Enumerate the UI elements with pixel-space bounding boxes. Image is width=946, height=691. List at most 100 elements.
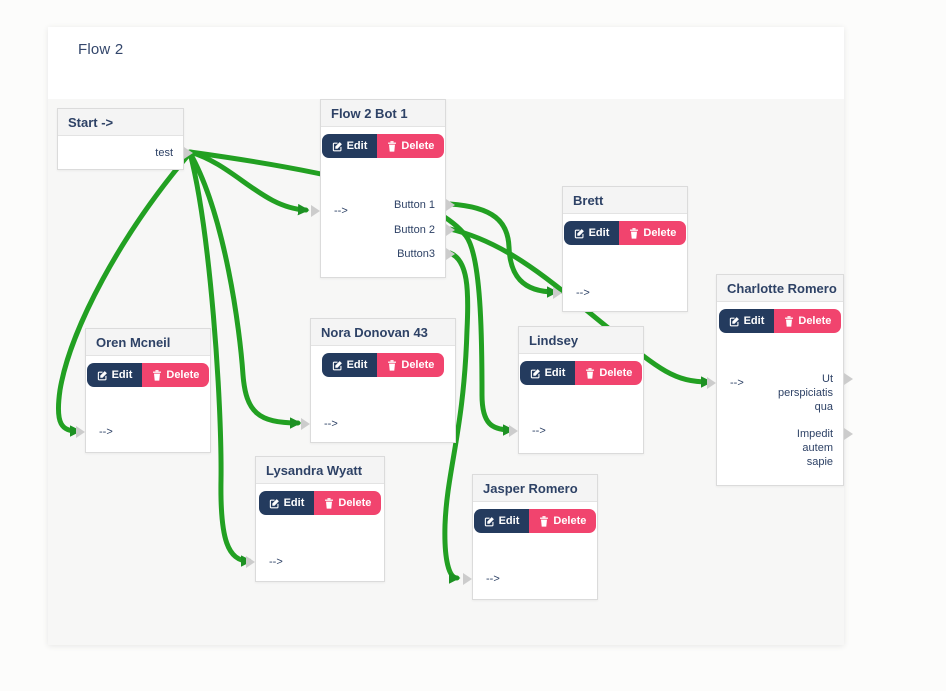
port-arrow-icon[interactable]	[446, 248, 455, 260]
edit-button[interactable]: Edit	[519, 361, 576, 385]
node-button-row: Edit Delete	[563, 221, 687, 245]
port-arrow-icon[interactable]	[446, 199, 455, 211]
flow-node-charlotte[interactable]: Charlotte Romero Edit Delete	[707, 274, 853, 486]
connection-start.test-to-lysandra.input[interactable]	[187, 150, 253, 567]
output-port-label: Impedit autem sapie	[796, 428, 833, 468]
edit-pencil-icon	[530, 368, 540, 378]
output-port[interactable]: Ut perspiciatis qua	[717, 372, 853, 413]
edit-button[interactable]: Edit	[321, 134, 378, 158]
output-port-label: Button 2	[394, 224, 435, 236]
output-port[interactable]: Button3	[321, 247, 455, 261]
flow-node-brett[interactable]: Brett Edit Delete	[553, 186, 688, 312]
node-title: Lindsey	[519, 327, 643, 354]
edit-button[interactable]: Edit	[473, 509, 530, 533]
node-button-row: Edit Delete	[717, 309, 843, 333]
input-port[interactable]: -->	[311, 204, 445, 218]
edit-button[interactable]: Edit	[321, 353, 378, 377]
edit-pencil-icon	[269, 498, 279, 508]
delete-button[interactable]: Delete	[529, 509, 597, 533]
edit-button-label: Edit	[588, 227, 610, 239]
delete-button-label: Delete	[401, 140, 435, 152]
edit-button-label: Edit	[111, 369, 133, 381]
trash-icon	[388, 140, 397, 152]
port-arrow-icon[interactable]	[509, 425, 518, 437]
input-port-label: -->	[334, 205, 348, 217]
flow-node-oren[interactable]: Oren Mcneil Edit Delete	[76, 328, 211, 453]
edit-button-label: Edit	[283, 497, 305, 509]
delete-button[interactable]: Delete	[314, 491, 382, 515]
port-arrow-icon[interactable]	[184, 147, 193, 159]
port-arrow-icon[interactable]	[246, 556, 255, 568]
edit-button-label: Edit	[743, 315, 765, 327]
flow-node-start[interactable]: Start -> test	[57, 108, 193, 170]
edit-button-label: Edit	[346, 140, 368, 152]
connection-start.test-to-flow2bot1.input[interactable]	[187, 149, 310, 216]
delete-button-label: Delete	[643, 227, 677, 239]
input-port-label: -->	[99, 426, 113, 438]
edit-button[interactable]: Edit	[258, 491, 315, 515]
trash-icon	[586, 367, 595, 379]
node-button-row: Edit Delete	[256, 491, 384, 515]
port-arrow-icon[interactable]	[844, 373, 853, 385]
delete-button[interactable]: Delete	[619, 221, 687, 245]
connection-flow2bot1.button1-to-brett.input[interactable]	[447, 201, 559, 298]
connection-flow2bot1.button3-to-jasper.input[interactable]	[442, 250, 471, 584]
port-arrow-icon[interactable]	[446, 224, 455, 236]
connection-start.test-to-oren.input[interactable]	[55, 150, 193, 437]
delete-button[interactable]: Delete	[142, 363, 210, 387]
output-port-label: Button3	[397, 248, 435, 260]
edit-button[interactable]: Edit	[86, 363, 143, 387]
output-port[interactable]: test	[58, 146, 193, 160]
input-port-label: -->	[730, 377, 744, 389]
edit-button-label: Edit	[346, 359, 368, 371]
output-port[interactable]: Impedit autem sapie	[717, 427, 853, 468]
edit-pencil-icon	[97, 370, 107, 380]
port-arrow-icon[interactable]	[463, 573, 472, 585]
input-port[interactable]: -->	[76, 425, 210, 439]
trash-icon	[540, 515, 549, 527]
delete-button-label: Delete	[166, 369, 200, 381]
content-card: Flow 2	[48, 27, 844, 645]
input-port[interactable]: -->	[463, 572, 597, 586]
delete-button-label: Delete	[553, 515, 587, 527]
connection-start.test-to-nora.input[interactable]	[187, 150, 302, 429]
delete-button[interactable]: Delete	[774, 309, 842, 333]
delete-button[interactable]: Delete	[377, 353, 445, 377]
trash-icon	[388, 359, 397, 371]
flow-node-lysandra[interactable]: Lysandra Wyatt Edit Delete	[246, 456, 385, 582]
node-title: Brett	[563, 187, 687, 214]
input-port-label: -->	[576, 287, 590, 299]
input-port-label: -->	[532, 425, 546, 437]
input-port[interactable]: -->	[301, 417, 455, 431]
port-arrow-icon[interactable]	[76, 426, 85, 438]
output-port[interactable]: Button 1	[321, 198, 455, 212]
delete-button[interactable]: Delete	[575, 361, 643, 385]
port-arrow-icon[interactable]	[301, 418, 310, 430]
port-arrow-icon[interactable]	[311, 205, 320, 217]
output-port-label: test	[155, 147, 173, 159]
output-port[interactable]: Button 2	[321, 223, 455, 237]
input-port[interactable]: -->	[553, 286, 687, 300]
trash-icon	[153, 369, 162, 381]
flow-node-jasper[interactable]: Jasper Romero Edit Delete	[463, 474, 598, 600]
edit-button[interactable]: Edit	[563, 221, 620, 245]
flow-node-flow2bot1[interactable]: Flow 2 Bot 1 Edit Delete	[311, 99, 455, 278]
node-title: Nora Donovan 43	[311, 319, 455, 346]
node-title: Jasper Romero	[473, 475, 597, 502]
input-port[interactable]: -->	[509, 424, 643, 438]
delete-button[interactable]: Delete	[377, 134, 445, 158]
node-button-row: Edit Delete	[519, 361, 643, 385]
port-arrow-icon[interactable]	[553, 287, 562, 299]
port-arrow-icon[interactable]	[844, 428, 853, 440]
flow-node-nora[interactable]: Nora Donovan 43 Edit Delete	[301, 318, 456, 443]
edit-pencil-icon	[574, 228, 584, 238]
node-title: Start ->	[58, 109, 183, 136]
flow-node-lindsey[interactable]: Lindsey Edit Delete	[509, 326, 644, 454]
input-port[interactable]: -->	[246, 555, 384, 569]
input-port-label: -->	[269, 556, 283, 568]
edit-button[interactable]: Edit	[718, 309, 775, 333]
port-arrow-icon[interactable]	[707, 377, 716, 389]
output-port-label: Button 1	[394, 199, 435, 211]
edit-pencil-icon	[484, 516, 494, 526]
